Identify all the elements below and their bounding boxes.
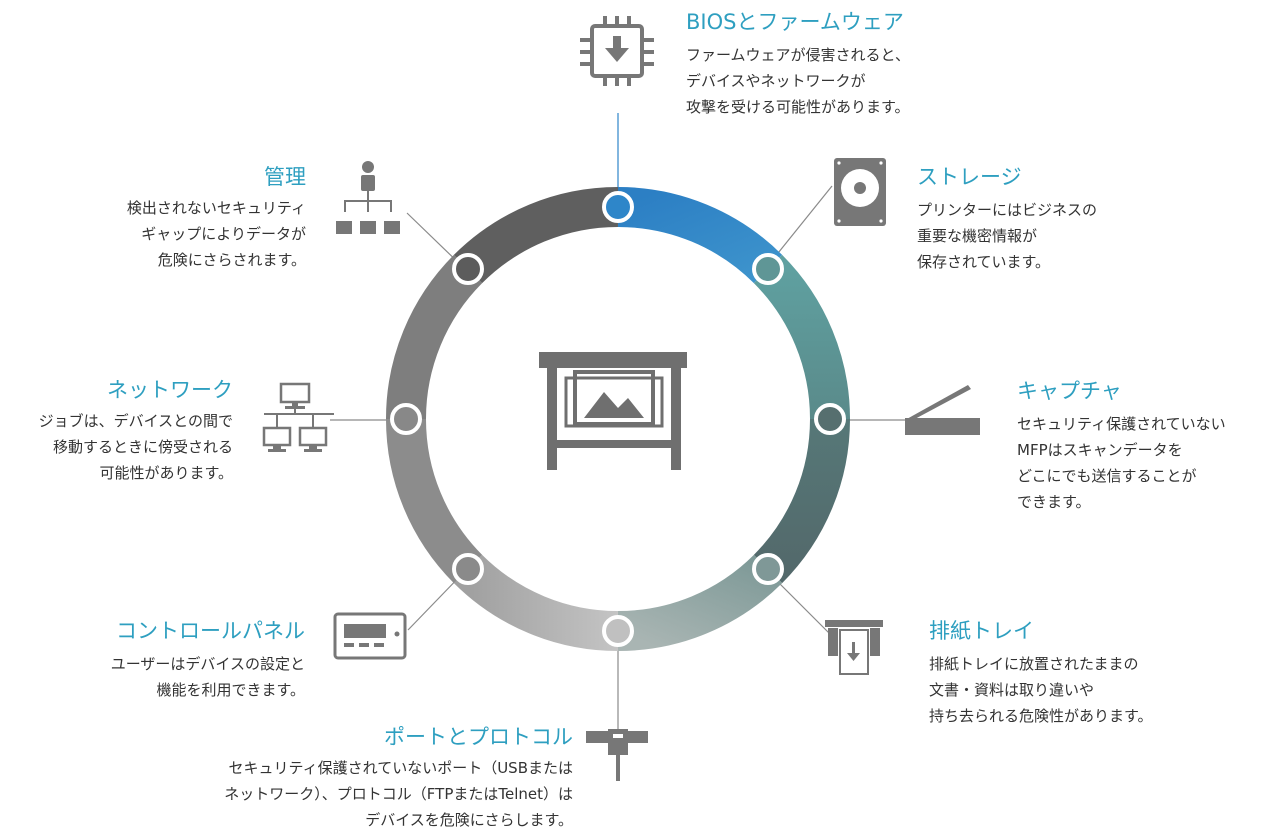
item-bios: BIOSとファームウェア ファームウェアが侵害されると、 デバイスやネットワーク… <box>686 8 910 120</box>
capture-line-1: セキュリティ保護されていない <box>1017 415 1226 433</box>
ports-line-2: ネットワーク）、プロトコル（FTPまたはTelnet）は <box>224 785 573 803</box>
management-description: 検出されないセキュリティ ギャップによりデータが 危険にさらされます。 <box>127 195 306 273</box>
network-title: ネットワーク <box>107 378 233 402</box>
node-network <box>390 403 422 435</box>
ports-title: ポートとプロトコル <box>384 725 573 749</box>
bios-title: BIOSとファームウェア <box>686 10 904 34</box>
management-line-2: ギャップによりデータが <box>141 225 306 243</box>
management-title: 管理 <box>264 165 306 189</box>
control-line-1: ユーザーはデバイスの設定と <box>110 655 305 673</box>
large-format-printer-icon <box>539 352 687 470</box>
bios-line-1: ファームウェアが侵害されると、 <box>686 46 910 64</box>
node-storage <box>752 253 784 285</box>
bios-line-2: デバイスやネットワークが <box>686 72 866 90</box>
control-panel-icon <box>333 612 407 660</box>
storage-line-3: 保存されています。 <box>917 253 1051 271</box>
capture-line-3: どこにでも送信することが <box>1017 467 1197 485</box>
capture-line-4: できます。 <box>1017 493 1091 511</box>
network-description: ジョブは、デバイスとの間で 移動するときに傍受される 可能性があります。 <box>39 408 233 486</box>
network-line-2: 移動するときに傍受される <box>52 438 233 456</box>
control-description: ユーザーはデバイスの設定と 機能を利用できます。 <box>111 651 305 703</box>
ring-segment-storage-capture <box>753 254 851 420</box>
capture-line-2: MFPはスキャンデータを <box>1017 441 1183 459</box>
tray-line-3: 持ち去られる危険性があります。 <box>929 707 1153 725</box>
capture-title: キャプチャ <box>1017 379 1122 403</box>
item-control: コントロールパネル ユーザーはデバイスの設定と 機能を利用できます。 <box>111 617 305 703</box>
ports-line-1: セキュリティ保護されていないポート（USBまたは <box>228 759 573 777</box>
node-bios <box>602 191 634 223</box>
ring-segment-ports-control <box>453 554 619 652</box>
control-line-2: 機能を利用できます。 <box>156 681 305 699</box>
bios-description: ファームウェアが侵害されると、 デバイスやネットワークが 攻撃を受ける可能性があ… <box>686 42 910 120</box>
tray-description: 排紙トレイに放置されたままの 文書・資料は取り違いや 持ち去られる危険性がありま… <box>929 651 1153 729</box>
node-tray <box>752 553 784 585</box>
capture-description: セキュリティ保護されていない MFPはスキャンデータを どこにでも送信することが… <box>1017 411 1226 515</box>
ring-segment-tray-ports <box>617 554 783 652</box>
item-storage: ストレージ プリンターにはビジネスの 重要な機密情報が 保存されています。 <box>917 163 1097 275</box>
item-capture: キャプチャ セキュリティ保護されていない MFPはスキャンデータを どこにでも送… <box>1017 377 1226 515</box>
item-network: ネットワーク ジョブは、デバイスとの間で 移動するときに傍受される 可能性があり… <box>39 376 233 486</box>
node-capture <box>814 403 846 435</box>
chip-firmware-icon <box>580 16 654 86</box>
network-line-3: 可能性があります。 <box>99 464 233 482</box>
control-title: コントロールパネル <box>116 619 305 643</box>
tray-line-2: 文書・資料は取り違いや <box>929 681 1095 699</box>
ring-segment-capture-tray <box>753 418 851 584</box>
management-line-3: 危険にさらされます。 <box>157 251 306 269</box>
ring-segment-control-network <box>385 418 483 584</box>
tray-line-1: 排紙トレイに放置されたままの <box>929 655 1139 673</box>
storage-line-1: プリンターにはビジネスの <box>917 201 1098 219</box>
network-computers-icon <box>262 382 334 452</box>
ring-segment-network-management <box>385 254 483 420</box>
tray-title: 排紙トレイ <box>929 619 1034 643</box>
node-control <box>452 553 484 585</box>
ring-segment-management-bios <box>453 186 619 284</box>
item-management: 管理 検出されないセキュリティ ギャップによりデータが 危険にさらされます。 <box>127 163 306 273</box>
storage-title: ストレージ <box>917 165 1022 189</box>
ports-description: セキュリティ保護されていないポート（USBまたは ネットワーク）、プロトコル（F… <box>224 755 573 833</box>
usb-port-icon <box>586 729 648 781</box>
ports-line-3: デバイスを危険にさらします。 <box>365 811 573 829</box>
management-line-1: 検出されないセキュリティ <box>126 199 306 217</box>
scanner-icon <box>905 385 980 435</box>
node-management <box>452 253 484 285</box>
item-ports: ポートとプロトコル セキュリティ保護されていないポート（USBまたは ネットワー… <box>224 723 573 833</box>
storage-line-2: 重要な機密情報が <box>917 227 1038 245</box>
ring-segment-bios-storage <box>617 186 783 284</box>
output-tray-icon <box>825 620 883 675</box>
storage-description: プリンターにはビジネスの 重要な機密情報が 保存されています。 <box>917 197 1097 275</box>
hard-disk-icon <box>834 158 886 226</box>
node-ports <box>602 615 634 647</box>
network-line-1: ジョブは、デバイスとの間で <box>38 412 233 430</box>
item-tray: 排紙トレイ 排紙トレイに放置されたままの 文書・資料は取り違いや 持ち去られる危… <box>929 617 1153 729</box>
bios-line-3: 攻撃を受ける可能性があります。 <box>686 98 910 116</box>
org-chart-icon <box>336 161 400 234</box>
